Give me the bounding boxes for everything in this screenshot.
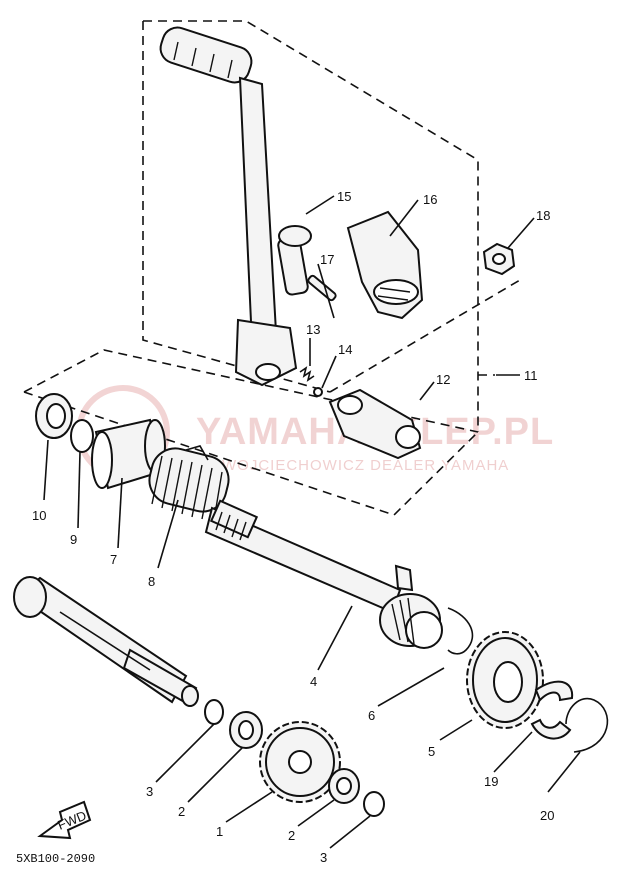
spring-small: [299, 366, 315, 382]
leader-lines: [43, 195, 581, 849]
callout-7: 19: [484, 774, 498, 789]
callout-17: 15: [337, 189, 351, 204]
nut: [482, 242, 516, 276]
assembly-13-outline-left: [142, 21, 331, 393]
idler-shaft: [13, 576, 199, 707]
circlip-3b: [363, 791, 385, 817]
callout-13: 11: [524, 368, 538, 383]
callout-9: 7: [110, 552, 117, 567]
callout-18: 16: [423, 192, 437, 207]
crank-knob: [277, 225, 312, 296]
circlip-6: [447, 607, 474, 655]
callout-14: 12: [436, 372, 450, 387]
callout-15: 13: [306, 322, 320, 337]
callout-numbers: 15 16 17 18 13 14 12 11 10 9 7 8 4 6 5 3…: [32, 189, 554, 865]
callout-4: 4: [310, 674, 317, 689]
kick-shaft: [204, 499, 443, 649]
kick-crank: [159, 26, 298, 387]
kick-gear: [466, 631, 544, 729]
callout-12: 10: [32, 508, 46, 523]
watermark-subtitle: WOJCIECHOWICZ DEALER YAMAHA: [222, 457, 509, 474]
callout-3b: 3: [320, 850, 327, 865]
callout-8: 20: [540, 808, 554, 823]
circlip: [70, 419, 94, 453]
torsion-spring: [148, 445, 230, 521]
idler-gear: [259, 721, 341, 803]
circlip-8: [565, 697, 609, 753]
callout-20: 18: [536, 208, 550, 223]
oil-seal: [35, 393, 73, 439]
callout-10: 8: [148, 574, 155, 589]
diagram-code: 5XB100-2090: [16, 852, 95, 866]
washer-2b: [328, 768, 360, 804]
callout-16: 14: [338, 342, 352, 357]
circlip-3a: [204, 699, 224, 725]
callout-19: 17: [320, 252, 334, 267]
kick-boss: [346, 210, 424, 320]
forward-arrow-icon: FWD: [37, 800, 92, 840]
callout-2b: 2: [288, 828, 295, 843]
clip: [534, 680, 574, 702]
washer-2a: [229, 711, 263, 749]
callout-11: 9: [70, 532, 77, 547]
callout-6: 6: [368, 708, 375, 723]
kick-axle-boss: [328, 388, 422, 460]
callout-2a: 2: [178, 804, 185, 819]
callout-1: 1: [216, 824, 223, 839]
steel-ball: [313, 387, 323, 397]
callout-3a: 3: [146, 784, 153, 799]
callout-5: 5: [428, 744, 435, 759]
assembly-13-outline: [143, 20, 479, 432]
